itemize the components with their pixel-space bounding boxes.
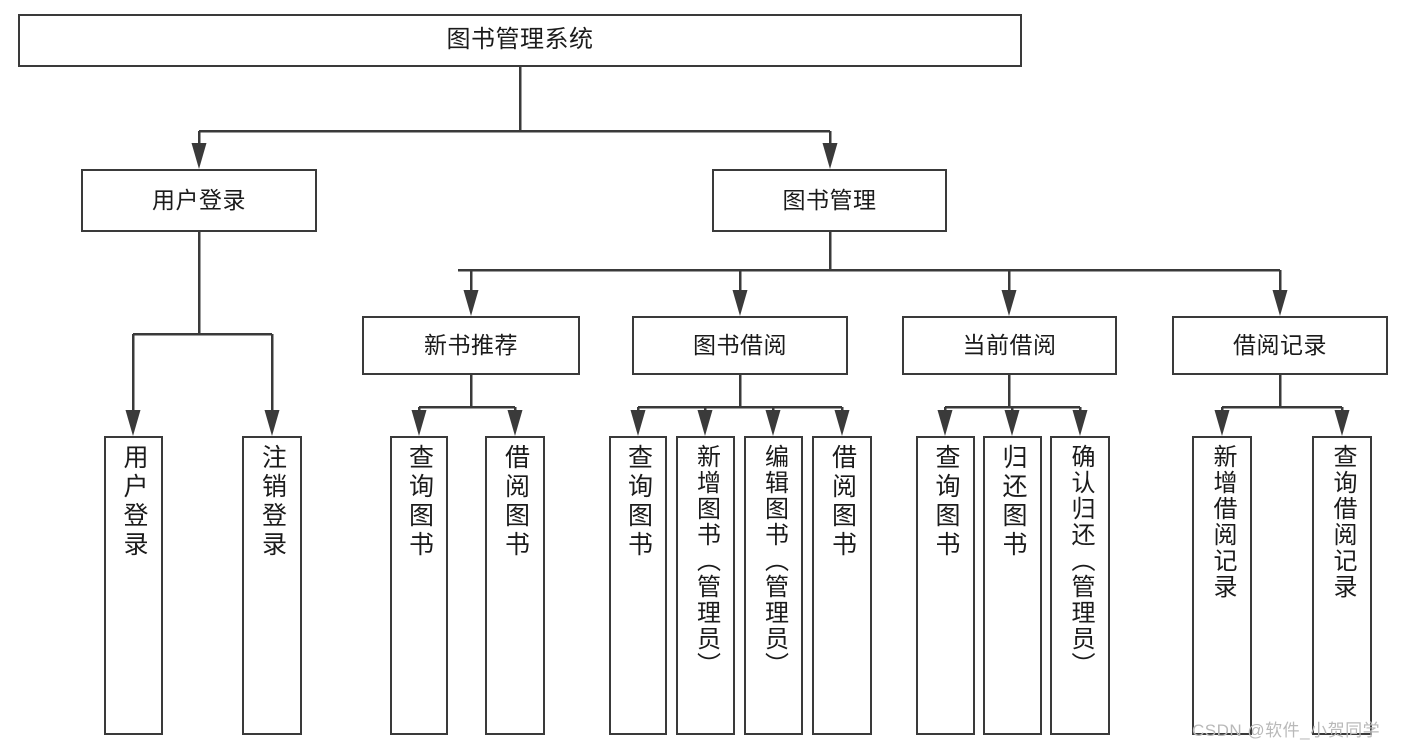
node-label-leaf-query-book-2: 查询图书 (624, 444, 653, 560)
node-book-borrow[interactable]: 图书借阅 (632, 316, 848, 375)
node-label-leaf-add-record: 新增借阅记录 (1209, 444, 1236, 600)
arrow-head (264, 410, 280, 436)
arrow-head (507, 410, 523, 436)
node-leaf-query-book-1[interactable]: 查询图书 (390, 436, 448, 735)
node-leaf-add-book[interactable]: 新增图书（管理员） (676, 436, 735, 735)
arrow-head (463, 290, 479, 316)
arrow-head (1214, 410, 1230, 436)
node-leaf-user-login[interactable]: 用户登录 (104, 436, 163, 735)
arrow-head (732, 290, 748, 316)
node-label-book-borrow: 图书借阅 (693, 331, 787, 358)
node-label-current-borrow: 当前借阅 (962, 331, 1057, 358)
node-leaf-confirm-return[interactable]: 确认归还（管理员） (1050, 436, 1110, 735)
arrow-head (411, 410, 427, 436)
node-label-leaf-borrow-book-2: 借阅图书 (828, 444, 857, 560)
arrow-head (630, 410, 646, 436)
arrow-head (1334, 410, 1350, 436)
node-root[interactable]: 图书管理系统 (18, 14, 1022, 67)
arrow-head (125, 410, 141, 436)
node-new-book-rec[interactable]: 新书推荐 (362, 316, 580, 375)
node-borrow-record[interactable]: 借阅记录 (1172, 316, 1388, 375)
node-leaf-borrow-book-1[interactable]: 借阅图书 (485, 436, 545, 735)
node-label-leaf-query-record: 查询借阅记录 (1329, 444, 1356, 600)
arrow-head (765, 410, 781, 436)
node-leaf-logout[interactable]: 注销登录 (242, 436, 302, 735)
node-leaf-edit-book[interactable]: 编辑图书（管理员） (744, 436, 803, 735)
node-label-new-book-rec: 新书推荐 (424, 331, 518, 358)
node-user-login[interactable]: 用户登录 (81, 169, 317, 232)
arrow-head (937, 410, 953, 436)
node-leaf-query-record[interactable]: 查询借阅记录 (1312, 436, 1372, 735)
node-label-leaf-add-book: 新增图书（管理员） (692, 444, 720, 678)
node-label-leaf-user-login: 用户登录 (120, 444, 148, 560)
arrow-head (822, 143, 838, 169)
node-label-leaf-logout: 注销登录 (258, 444, 287, 560)
arrow-head (1072, 410, 1088, 436)
node-label-root: 图书管理系统 (446, 26, 594, 54)
node-leaf-add-record[interactable]: 新增借阅记录 (1192, 436, 1252, 735)
node-label-leaf-borrow-book-1: 借阅图书 (501, 444, 530, 560)
node-leaf-query-book-2[interactable]: 查询图书 (609, 436, 667, 735)
node-leaf-query-book-3[interactable]: 查询图书 (916, 436, 975, 735)
node-leaf-borrow-book-2[interactable]: 借阅图书 (812, 436, 872, 735)
arrow-head (1004, 410, 1020, 436)
node-leaf-return-book[interactable]: 归还图书 (983, 436, 1042, 735)
node-label-leaf-query-book-3: 查询图书 (932, 444, 960, 560)
arrow-head (1272, 290, 1288, 316)
node-book-manage[interactable]: 图书管理 (712, 169, 947, 232)
node-label-leaf-query-book-1: 查询图书 (405, 444, 434, 560)
node-label-leaf-return-book: 归还图书 (999, 444, 1027, 560)
node-current-borrow[interactable]: 当前借阅 (902, 316, 1117, 375)
node-label-leaf-edit-book: 编辑图书（管理员） (760, 444, 788, 678)
node-label-borrow-record: 借阅记录 (1233, 331, 1327, 358)
arrow-head (834, 410, 850, 436)
node-label-leaf-confirm-return: 确认归还（管理员） (1067, 444, 1094, 678)
node-label-book-manage: 图书管理 (782, 186, 877, 213)
arrow-head (1001, 290, 1017, 316)
arrow-head (191, 143, 207, 169)
node-label-user-login: 用户登录 (152, 186, 246, 213)
arrow-head (697, 410, 713, 436)
csdn-watermark: CSDN @软件_小贺同学 (1192, 721, 1381, 740)
